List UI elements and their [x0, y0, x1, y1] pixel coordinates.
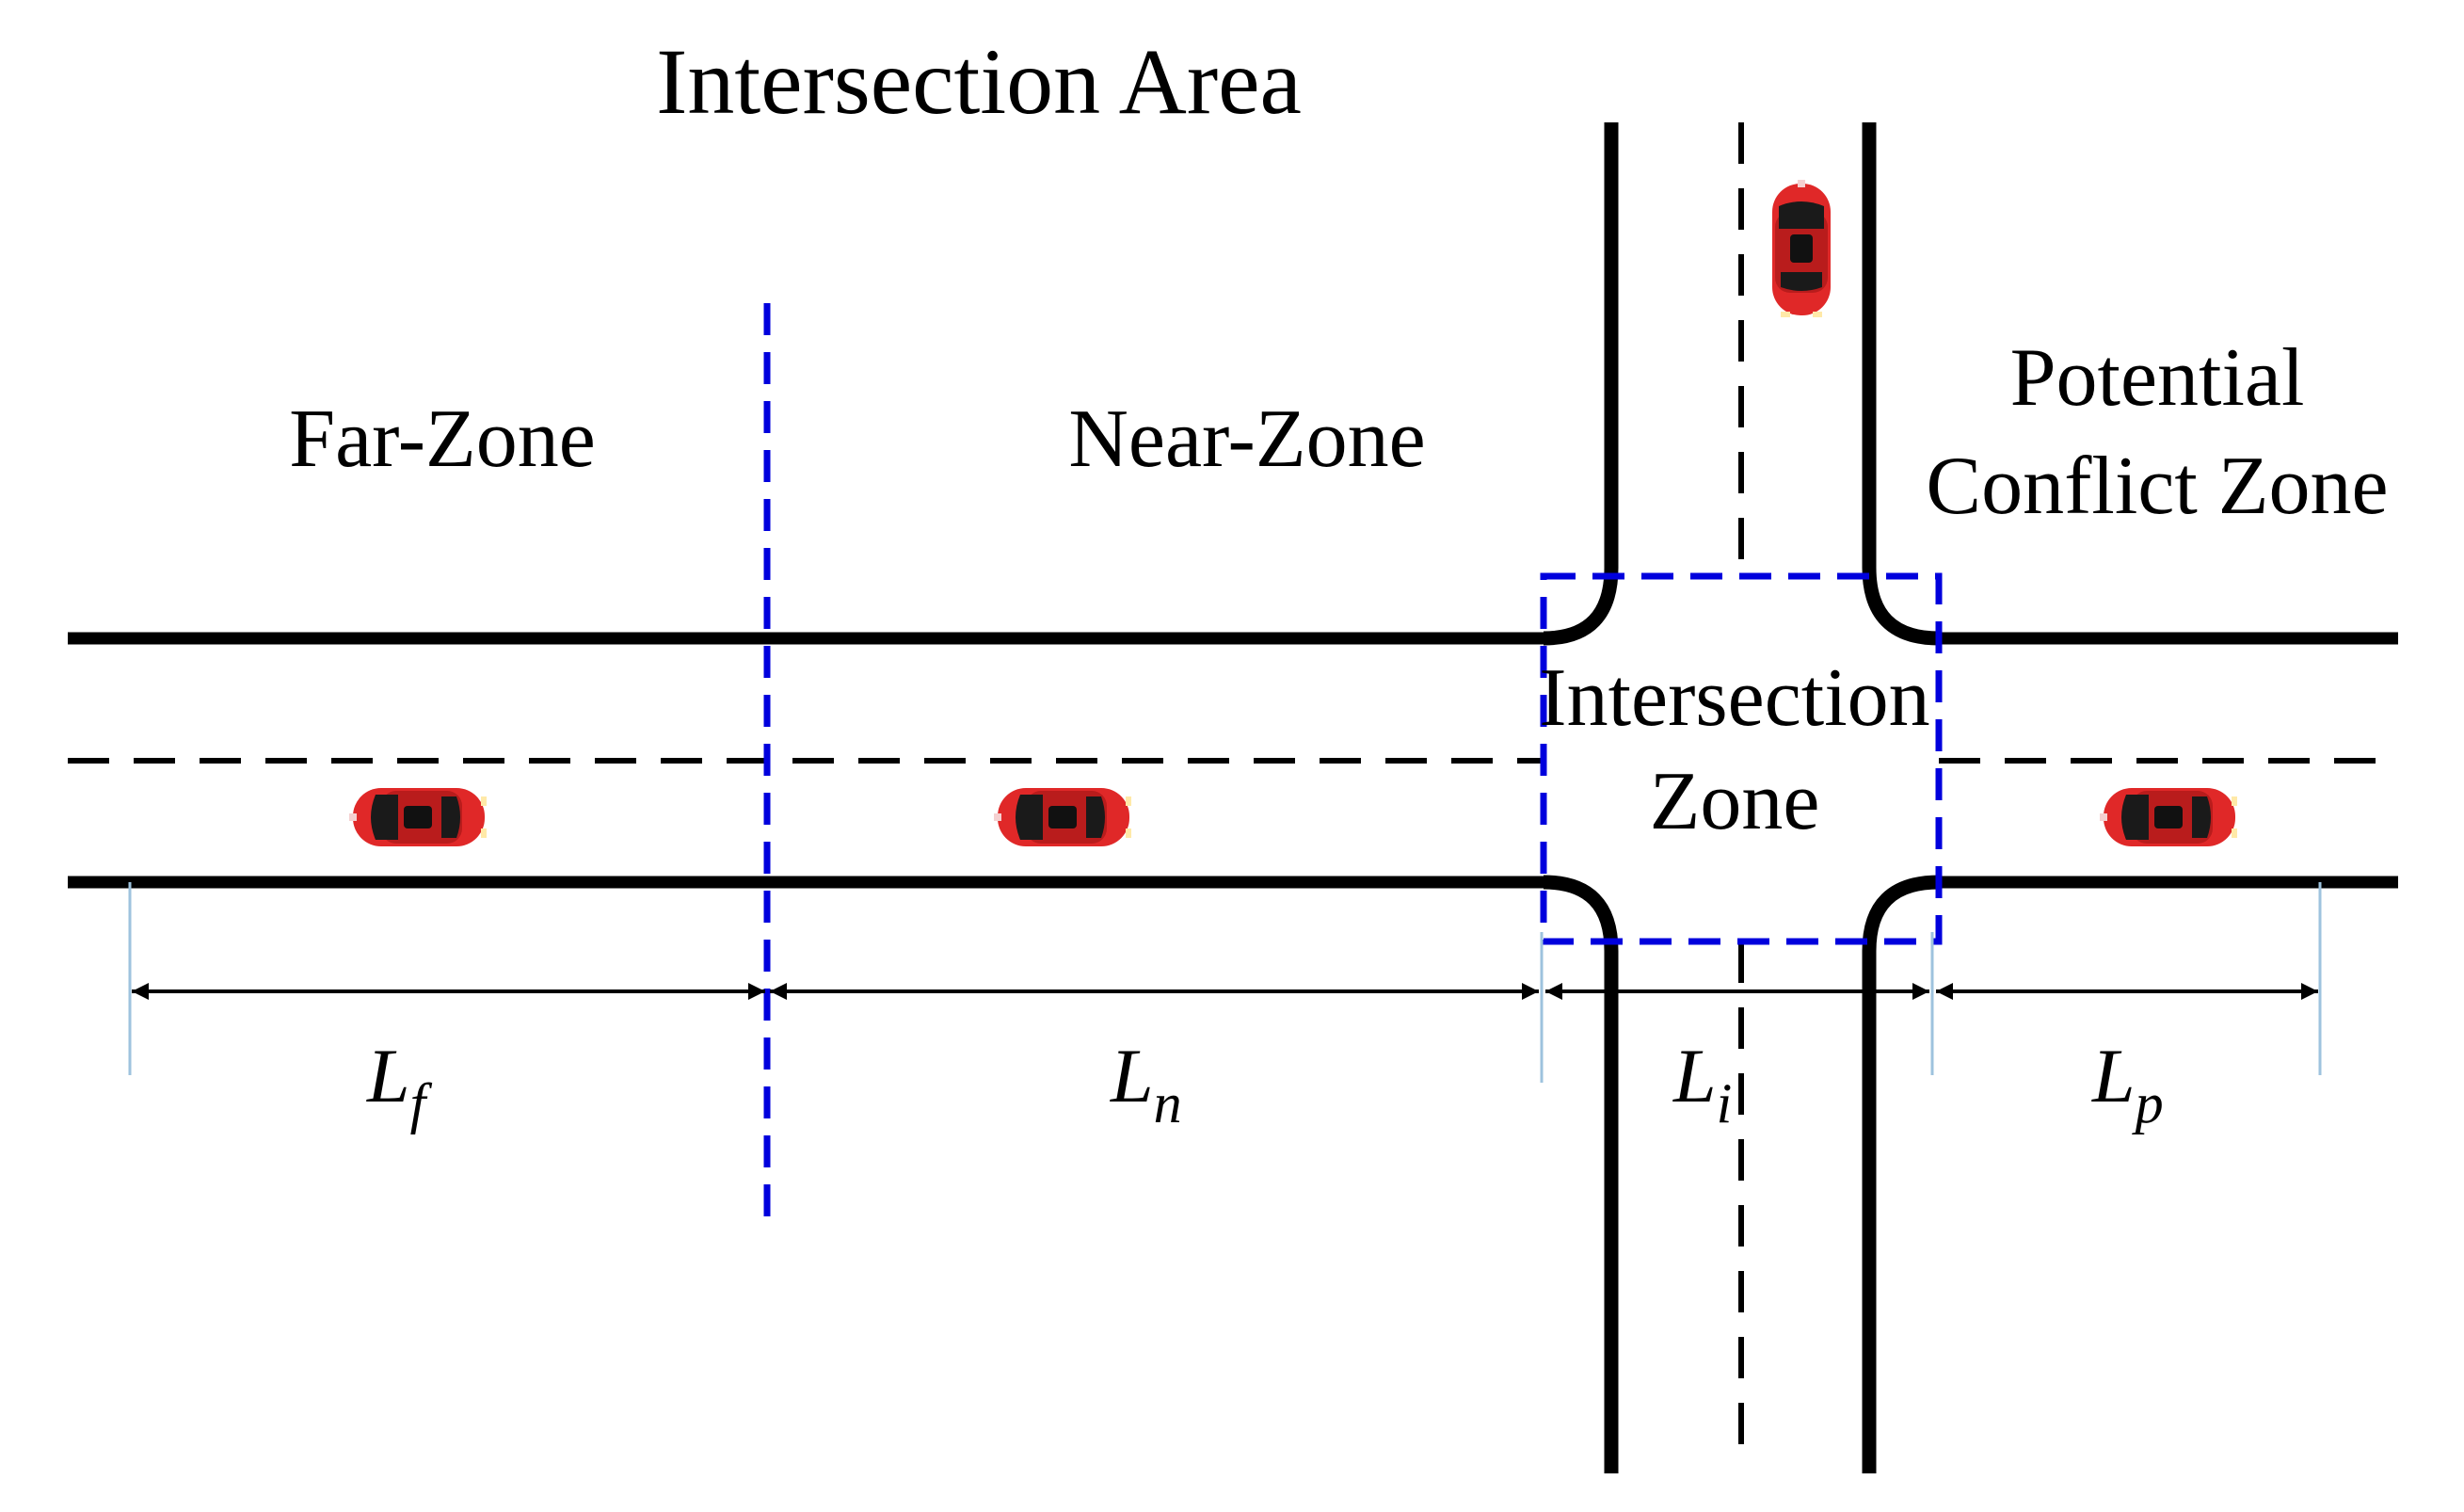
dim-symbol: L [1672, 1033, 1717, 1118]
dim-symbol: L [1110, 1033, 1154, 1118]
conflict-zone-label-line2: Conflict Zone [1926, 441, 2388, 532]
car-icon [1772, 180, 1831, 317]
diagram-title: Intersection Area [656, 29, 1302, 134]
horizontal-road [68, 632, 2398, 889]
road-edge-top-east [1862, 122, 1940, 646]
road-edge-bottom-east [1862, 875, 1940, 1473]
car-icon [349, 788, 487, 846]
dim-subscript: p [2132, 1072, 2164, 1134]
dim-subscript: f [410, 1072, 433, 1134]
dim-symbol: L [366, 1033, 410, 1118]
dim-label-intersection: Li [1672, 1033, 1732, 1134]
near-zone-label: Near-Zone [1068, 394, 1425, 485]
dim-label-far: Lf [366, 1033, 433, 1134]
dim-subscript: i [1717, 1072, 1733, 1134]
conflict-zone-label-line1: Potential [2010, 332, 2305, 424]
zone-boundaries [763, 303, 1943, 1219]
road-edge-bottom-west [1543, 875, 1619, 1473]
intersection-zone-label-line1: Intersection [1539, 652, 1929, 744]
intersection-zone-label-line2: Zone [1650, 756, 1820, 847]
car-icon [2100, 788, 2237, 846]
far-zone-label: Far-Zone [289, 394, 596, 485]
road-edge-top-west [1543, 122, 1619, 646]
car-icon [994, 788, 1131, 846]
intersection-zone-boundary [1540, 572, 1943, 945]
dim-symbol: L [2091, 1033, 2136, 1118]
dim-label-conflict: Lp [2091, 1033, 2164, 1134]
dim-subscript: n [1154, 1072, 1182, 1134]
dimension-ticks [128, 882, 2322, 1083]
lane-center-lines [68, 122, 2381, 1450]
dim-label-near: Ln [1110, 1033, 1182, 1134]
